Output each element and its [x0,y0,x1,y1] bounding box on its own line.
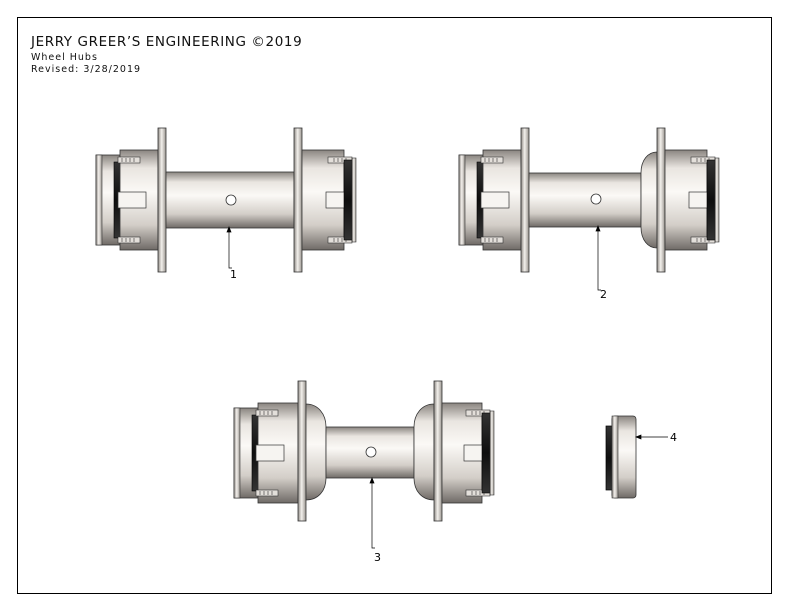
callout-2: 2 [600,288,607,301]
callout-1-leader [226,226,232,269]
hub-1 [95,127,357,273]
callout-4-leader [635,434,668,440]
title-block-company: JERRY GREER’S ENGINEERING ©2019 [31,34,303,50]
callout-3-leader [369,477,375,549]
hub-3 [233,380,495,522]
title-block-drawing-name: Wheel Hubs [31,52,98,63]
part-4-end-cap [605,415,637,499]
callout-3: 3 [374,551,381,564]
callout-2-leader [595,225,601,291]
callout-1: 1 [230,268,237,281]
sheet-border [17,17,772,594]
title-block-revision: Revised: 3/28/2019 [31,64,142,75]
callout-4: 4 [670,431,677,444]
hub-2 [458,127,720,273]
